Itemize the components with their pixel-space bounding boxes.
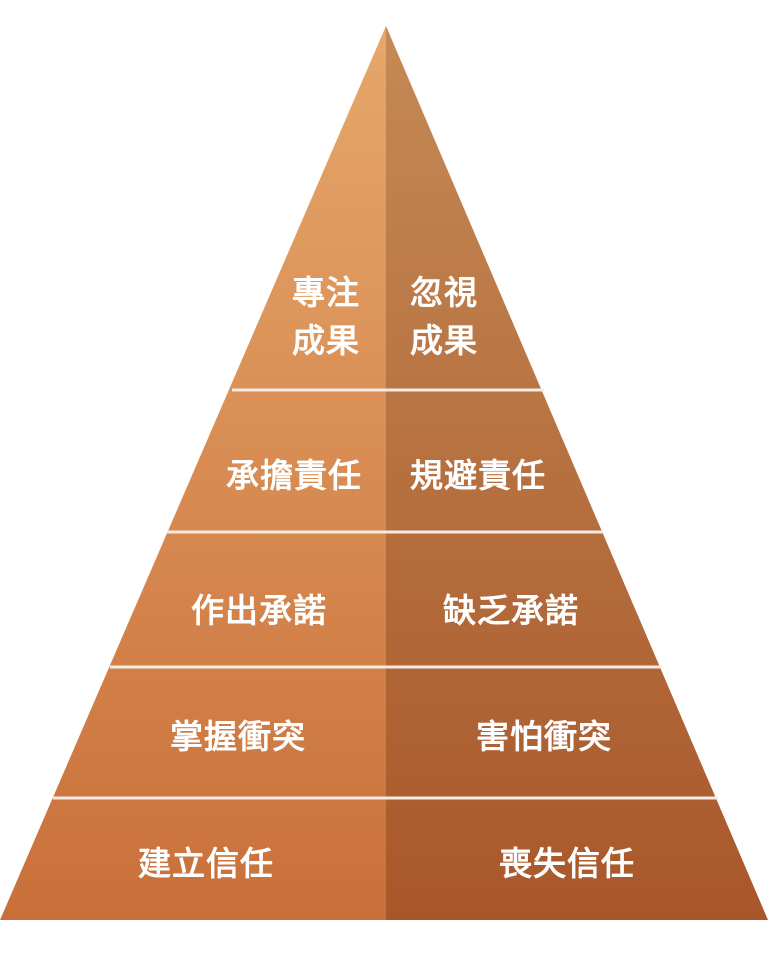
tier-3-right-label: 缺乏承諾 <box>443 591 579 630</box>
tier-5-right-label: 喪失信任 <box>499 844 635 883</box>
tier-2-left-label: 承擔責任 <box>226 456 362 495</box>
tier-2-right-label: 規避責任 <box>410 456 546 495</box>
tier-5-left-label: 建立信任 <box>138 844 274 883</box>
tier-3-left-label: 作出承諾 <box>191 591 327 630</box>
tier-1-right-label-line-2: 成果 <box>410 321 478 360</box>
tier-1-left-label-line-2: 成果 <box>292 321 360 360</box>
pyramid-left-half <box>0 26 386 920</box>
tier-1-right-label-line-1: 忽視 <box>410 273 478 312</box>
tier-4-left-label: 掌握衝突 <box>170 717 306 756</box>
tier-1-left-label-line-1: 專注 <box>292 273 360 312</box>
pyramid-right-half <box>386 26 768 920</box>
tier-4-right-label: 害怕衝突 <box>476 717 612 756</box>
